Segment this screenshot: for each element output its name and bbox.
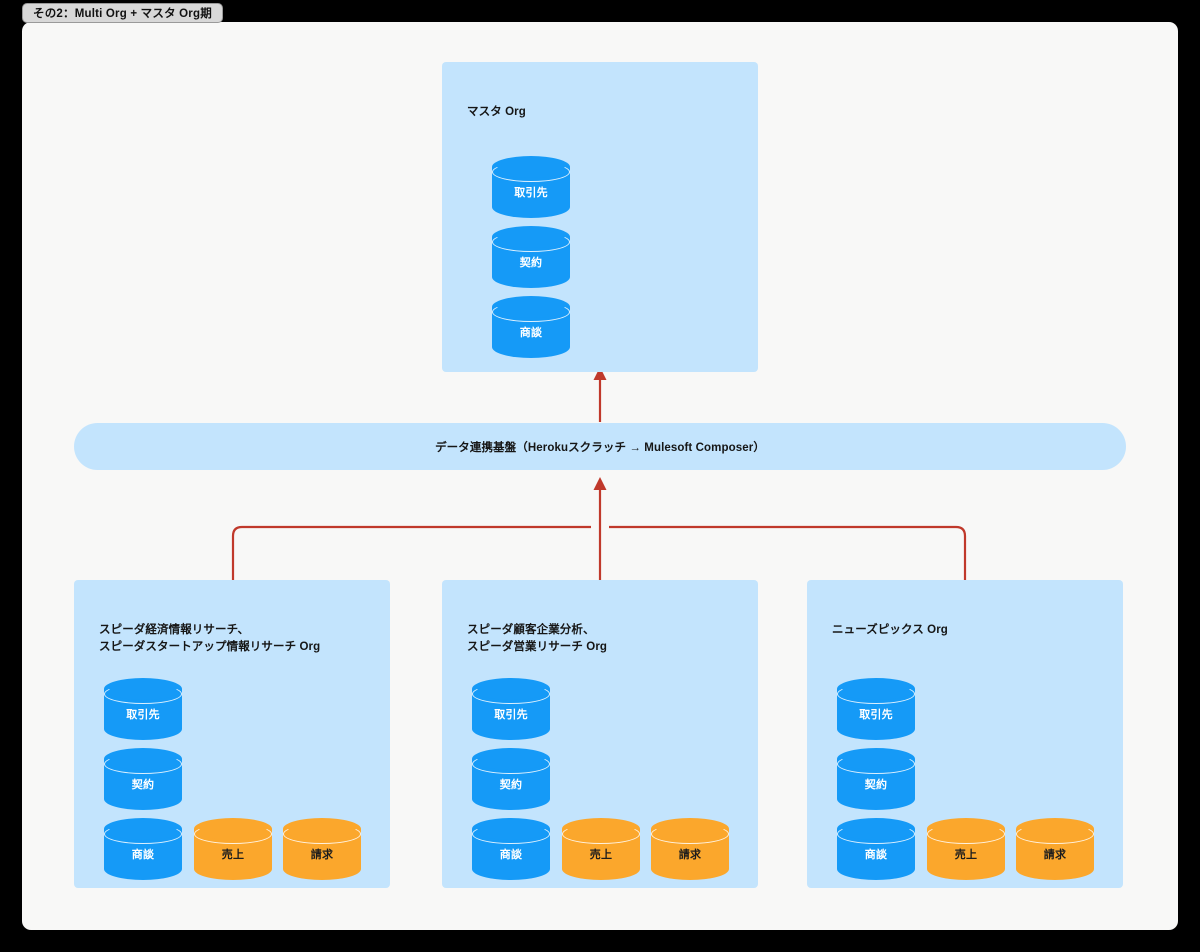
master-object-cylinder[interactable]: 商談 [492, 296, 570, 358]
source-object-cylinder[interactable]: 契約 [472, 748, 550, 810]
cylinder-lip [492, 302, 570, 322]
source-object-cylinder[interactable]: 契約 [837, 748, 915, 810]
cylinder-lip [562, 824, 640, 844]
cylinder-label: 商談 [864, 849, 888, 861]
cylinder-label: 商談 [131, 849, 155, 861]
cylinder-label: 請求 [678, 849, 702, 861]
cylinder-lip [104, 754, 182, 774]
diagram-canvas: マスタ Org 取引先 契約 商談 データ連携基盤（Hero [22, 22, 1178, 930]
cylinder-lip [472, 754, 550, 774]
data-integration-label: データ連携基盤（Herokuスクラッチ → Mulesoft Composer） [435, 441, 765, 454]
source-object-cylinder[interactable]: 取引先 [837, 678, 915, 740]
cylinder-lip [472, 824, 550, 844]
cylinder-lip [651, 824, 729, 844]
source-org-title: スピーダ経済情報リサーチ、 スピーダスタートアップ情報リサーチ Org [99, 624, 321, 653]
source-object-cylinder[interactable]: 売上 [194, 818, 272, 880]
source-object-cylinder[interactable]: 契約 [104, 748, 182, 810]
master-object-cylinder[interactable]: 契約 [492, 226, 570, 288]
cylinder-label: 商談 [499, 849, 523, 861]
source-org-box-1[interactable]: スピーダ経済情報リサーチ、 スピーダスタートアップ情報リサーチ Org 取引先 … [74, 580, 390, 888]
source-object-cylinder[interactable]: 商談 [472, 818, 550, 880]
source-org-title: スピーダ顧客企業分析、 スピーダ営業リサーチ Org [467, 624, 608, 653]
cylinder-lip [472, 684, 550, 704]
cylinder-lip [104, 684, 182, 704]
arrow-integration-to-master [593, 367, 607, 422]
source-object-cylinder[interactable]: 売上 [562, 818, 640, 880]
cylinder-label: 契約 [864, 779, 888, 791]
cylinder-label: 取引先 [494, 709, 528, 721]
cylinder-label: 契約 [519, 257, 543, 269]
cylinder-lip [492, 232, 570, 252]
source-object-cylinder[interactable]: 取引先 [104, 678, 182, 740]
cylinder-label: 売上 [954, 849, 978, 861]
cylinder-label: 契約 [131, 779, 155, 791]
source-object-cylinder[interactable]: 売上 [927, 818, 1005, 880]
cylinder-label: 商談 [519, 327, 543, 339]
cylinder-lip [1016, 824, 1094, 844]
master-org-box[interactable]: マスタ Org 取引先 契約 商談 [442, 62, 758, 372]
window-title-tab[interactable]: その2：Multi Org + マスタ Org期 [22, 3, 223, 23]
cylinder-lip [837, 824, 915, 844]
cylinder-label: 取引先 [859, 709, 893, 721]
cylinder-lip [837, 754, 915, 774]
arrowhead-to-integration [593, 477, 607, 490]
cylinder-lip [837, 684, 915, 704]
cylinder-label: 取引先 [514, 187, 548, 199]
cylinder-label: 売上 [221, 849, 245, 861]
master-org-title: マスタ Org [467, 106, 526, 118]
cylinder-lip [194, 824, 272, 844]
cylinder-lip [104, 824, 182, 844]
connector-sources-to-integration [231, 485, 967, 580]
cylinder-label: 取引先 [126, 709, 160, 721]
source-object-cylinder[interactable]: 請求 [283, 818, 361, 880]
data-integration-bar[interactable]: データ連携基盤（Herokuスクラッチ → Mulesoft Composer） [74, 423, 1126, 470]
cylinder-label: 契約 [499, 779, 523, 791]
cylinder-label: 請求 [310, 849, 334, 861]
cylinder-lip [927, 824, 1005, 844]
source-object-cylinder[interactable]: 取引先 [472, 678, 550, 740]
source-object-cylinder[interactable]: 商談 [837, 818, 915, 880]
source-object-cylinder[interactable]: 商談 [104, 818, 182, 880]
cylinder-label: 請求 [1043, 849, 1067, 861]
cylinder-lip [283, 824, 361, 844]
master-object-cylinder[interactable]: 取引先 [492, 156, 570, 218]
source-object-cylinder[interactable]: 請求 [651, 818, 729, 880]
cylinder-label: 売上 [589, 849, 613, 861]
source-org-box-2[interactable]: スピーダ顧客企業分析、 スピーダ営業リサーチ Org 取引先 契約 商談 [442, 580, 758, 888]
source-org-box-3[interactable]: ニューズピックス Org 取引先 契約 商談 [807, 580, 1123, 888]
source-org-title: ニューズピックス Org [832, 624, 948, 636]
window-title-text: その2：Multi Org + マスタ Org期 [33, 8, 212, 20]
cylinder-lip [492, 162, 570, 182]
source-object-cylinder[interactable]: 請求 [1016, 818, 1094, 880]
